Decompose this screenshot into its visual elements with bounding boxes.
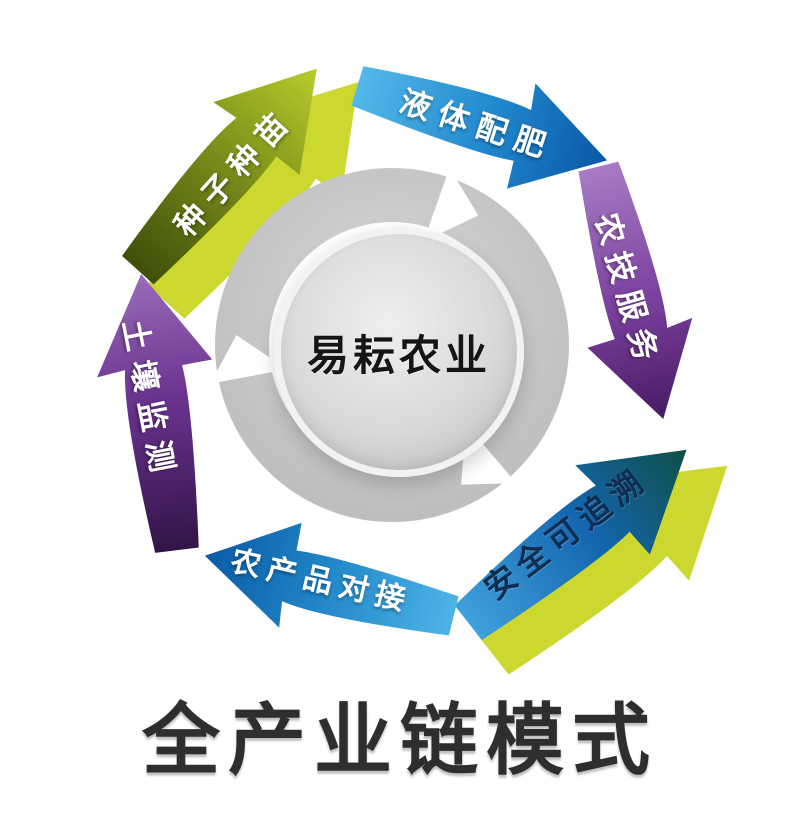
arrow-seeds: [122, 68, 317, 285]
center-hub-label: 易耘农业: [306, 331, 491, 379]
arrow-agri-tech-service: [578, 161, 693, 419]
traceability-backdrop-swoosh: [476, 465, 728, 675]
swoosh-shape: [476, 465, 728, 675]
arrow-shape: [454, 449, 687, 641]
seeds-backdrop-swoosh: [147, 82, 359, 319]
arrow-liquid-fertilizer: [351, 66, 608, 189]
arrow-shape: [97, 274, 213, 553]
arrow-shape: [204, 522, 459, 636]
arrow-shape: [351, 66, 608, 189]
arrow-soil-monitoring: [97, 274, 213, 553]
center-hub: 易耘农业: [274, 227, 524, 477]
swoosh-shape: [147, 82, 359, 319]
diagram-title: 全产业链模式: [141, 696, 658, 784]
arrow-produce-docking: [204, 522, 459, 636]
arrow-traceability: [454, 449, 687, 641]
arrow-shape: [122, 68, 317, 285]
arrow-shape: [578, 161, 693, 419]
